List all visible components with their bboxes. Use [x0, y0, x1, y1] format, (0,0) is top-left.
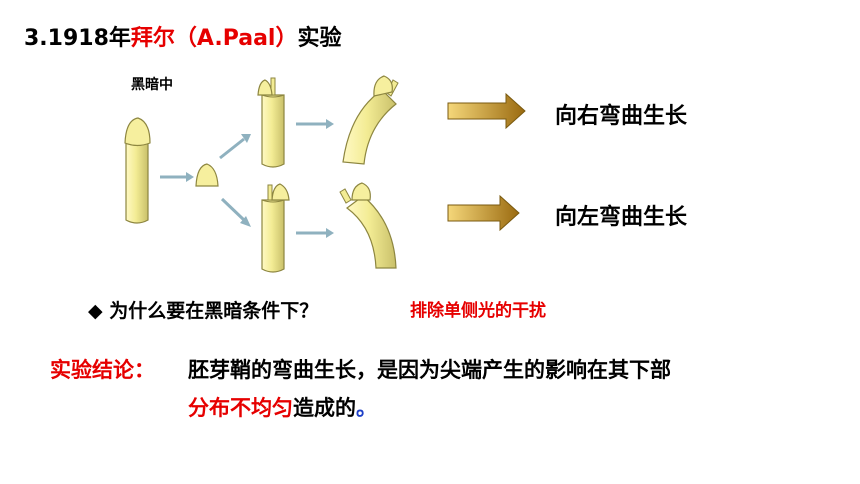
bullet-diamond-icon: ◆ [88, 300, 103, 322]
title-highlight: 拜尔（A.Paal） [130, 26, 298, 51]
bent-left-coleoptile [339, 182, 397, 269]
result-bend-right: 向右弯曲生长 [555, 104, 688, 129]
arrow-to-upper [219, 134, 251, 160]
conclusion-rest: 造成的 [293, 396, 356, 420]
arrow-to-tip [160, 172, 194, 182]
cut-tip [195, 163, 219, 187]
result-arrow-right [447, 92, 526, 130]
result-bend-left: 向左弯曲生长 [555, 205, 688, 230]
conclusion-highlight: 分布不均匀 [188, 396, 293, 420]
stump-tip-left [257, 77, 285, 168]
intact-coleoptile [124, 117, 151, 224]
title-prefix: 3.1918年 [24, 26, 131, 51]
arrow-lower-right [296, 228, 334, 238]
stump-tip-right [261, 183, 290, 273]
arrow-to-lower [220, 197, 251, 227]
question-text: 为什么要在黑暗条件下？ [109, 300, 319, 322]
question-answer: 排除单侧光的干扰 [410, 301, 546, 321]
darkness-label: 黑暗中 [131, 77, 173, 93]
conclusion-line-2: 分布不均匀造成的。 [188, 392, 377, 422]
result-arrow-left [447, 194, 520, 232]
arrow-upper-right [296, 119, 334, 129]
page-title: 3.1918年拜尔（A.Paal）实验 [24, 20, 341, 52]
title-suffix: 实验 [297, 26, 342, 51]
conclusion-label: 实验结论： [50, 358, 155, 382]
conclusion-period: 。 [356, 396, 377, 420]
bent-right-coleoptile [342, 75, 399, 165]
conclusion-line-1: 胚芽鞘的弯曲生长，是因为尖端产生的影响在其下部 [188, 358, 671, 382]
question-line: ◆ 为什么要在黑暗条件下？ [88, 296, 318, 323]
